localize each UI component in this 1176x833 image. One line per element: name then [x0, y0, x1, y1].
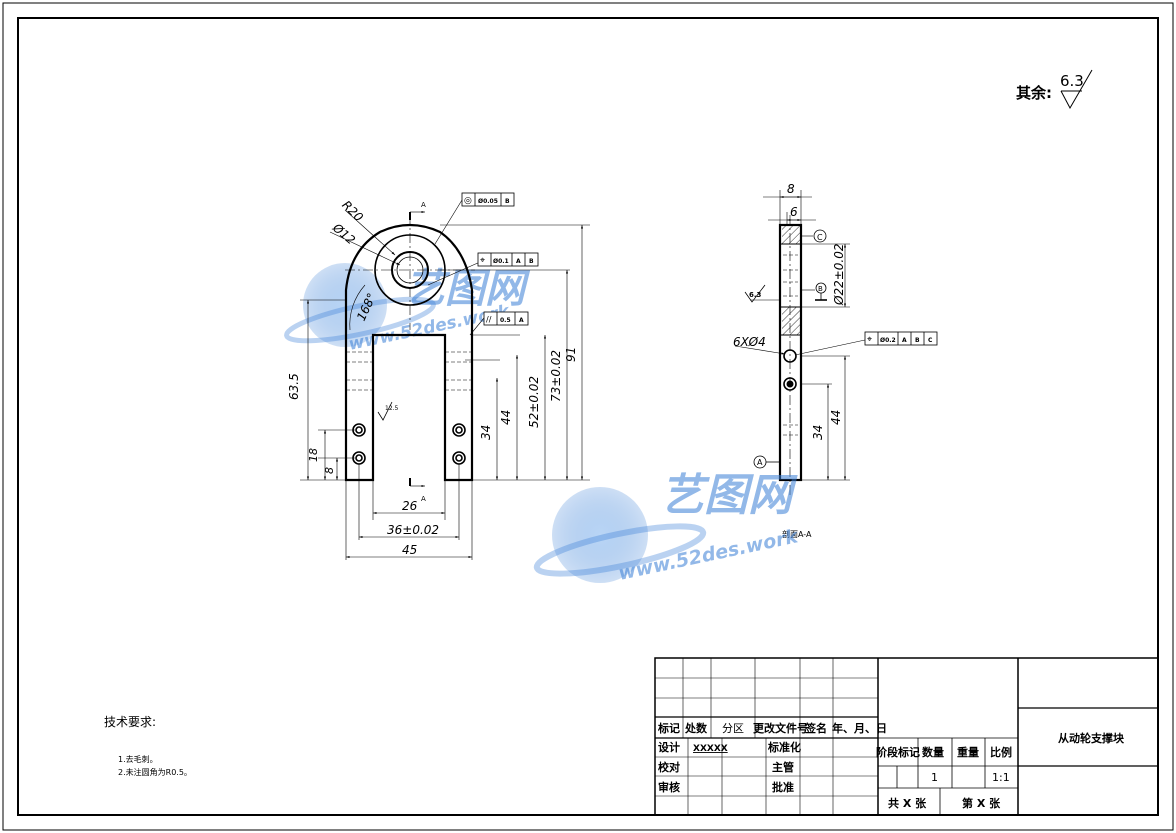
- svg-text:处数: 处数: [684, 721, 708, 735]
- svg-text:B: B: [505, 198, 510, 205]
- dim-45: 45: [402, 543, 417, 557]
- side-hole-filled: [783, 377, 797, 391]
- svg-text:更改文件号: 更改文件号: [753, 721, 808, 735]
- label-check: 校对: [658, 760, 680, 774]
- hole: [452, 423, 466, 437]
- dim-8: 8: [323, 467, 336, 474]
- bore: [391, 251, 429, 289]
- hatch-bottom: [782, 307, 801, 335]
- roughness-value: 6.3: [1060, 72, 1084, 90]
- tolerance-frame-position: ⌖ Ø0.1 A B: [477, 252, 539, 267]
- tech-item-1: 1.去毛刺。: [118, 754, 158, 764]
- dim-34: 34: [479, 425, 493, 440]
- inner-border: [17, 17, 1159, 816]
- dim-36: 36±0.02: [387, 523, 439, 537]
- roughness-label: 其余:: [1016, 84, 1052, 102]
- label-standardize: 标准化: [767, 740, 801, 754]
- svg-text:A: A: [516, 258, 521, 265]
- label-review: 审核: [658, 780, 680, 794]
- datum-b: B: [818, 285, 823, 293]
- total-sheets: 共 X 张: [888, 796, 927, 810]
- section-mark-bottom: A: [421, 495, 426, 503]
- title-block: [654, 657, 1159, 816]
- concentricity-icon: ◎: [464, 196, 472, 206]
- dim-44-side: 44: [829, 410, 843, 425]
- side-roughness: 6.3: [749, 291, 762, 299]
- dim-d22: Ø22±0.02: [832, 244, 846, 307]
- dim-34-side: 34: [811, 425, 825, 440]
- dim-91: 91: [564, 347, 578, 362]
- section-caption: 剖面A-A: [782, 529, 812, 539]
- tech-requirements: 技术要求: 1.去毛刺。 2.未注圆角为R0.5。: [104, 715, 192, 777]
- label-weight: 重量: [957, 745, 979, 759]
- label-supervisor: 主管: [772, 760, 794, 774]
- position-icon: ⌖: [480, 256, 485, 266]
- side-view: [734, 190, 866, 495]
- datum-a: A: [757, 458, 763, 467]
- side-hole: [783, 349, 797, 363]
- roughness-note: 其余: 6.3: [1016, 69, 1093, 110]
- side-outline: [778, 223, 803, 482]
- dim-26: 26: [402, 499, 418, 513]
- watermark-brand: 艺图网: [660, 470, 798, 521]
- svg-text:年、月、日: 年、月、日: [832, 721, 887, 735]
- position-icon: ⌖: [867, 335, 872, 345]
- part-outline: [344, 223, 474, 482]
- tolerance-frame-parallelism: // 0.5 A: [483, 311, 529, 326]
- sheet-number: 第 X 张: [962, 796, 1001, 810]
- part-name: 从动轮支撑块: [1058, 731, 1125, 745]
- svg-text:Ø0.2: Ø0.2: [880, 337, 896, 344]
- svg-text:B: B: [915, 337, 920, 344]
- watermark-center: 艺图网 www.52des.work: [533, 470, 801, 585]
- front-view: [300, 199, 590, 560]
- watermark-top: 艺图网 www.52des.work: [284, 263, 531, 355]
- scale-value: 1:1: [992, 771, 1010, 784]
- section-mark-top: A: [421, 201, 426, 209]
- tech-title: 技术要求:: [104, 715, 156, 729]
- dim-52: 52±0.02: [527, 376, 541, 428]
- svg-text:B: B: [529, 258, 534, 265]
- dim-73: 73±0.02: [549, 350, 563, 402]
- svg-text:Ø0.1: Ø0.1: [493, 258, 509, 265]
- designer-name: XXXXX: [693, 744, 728, 754]
- hatch-top: [782, 226, 801, 244]
- dim-8-side: 8: [787, 182, 795, 196]
- title-block-text: 标记 处数 分区 更改文件号 签名 年、月、日 设计 XXXXX 标准化 校对 …: [657, 721, 1125, 810]
- dim-r20: R20: [339, 198, 366, 225]
- label-design: 设计: [658, 740, 680, 754]
- side-view-text: 8 6 Ø22±0.02 34 44 6XØ4 6.3 C B A 剖面A-A: [733, 182, 846, 539]
- inner-roughness: 12.5: [385, 405, 399, 412]
- svg-text:Ø0.05: Ø0.05: [478, 198, 498, 205]
- dim-63-5: 63.5: [287, 373, 301, 400]
- tolerance-frame-concentricity: ◎ Ø0.05 B: [461, 192, 515, 207]
- dim-holes: 6XØ4: [733, 335, 766, 349]
- label-stage: 阶段标记: [876, 745, 920, 759]
- svg-text:签名: 签名: [804, 721, 827, 735]
- svg-text:0.5: 0.5: [500, 317, 511, 324]
- hole: [452, 451, 466, 465]
- quantity-value: 1: [931, 771, 938, 784]
- dim-6-side: 6: [790, 205, 798, 219]
- dim-18: 18: [307, 448, 320, 462]
- label-quantity: 数量: [922, 745, 944, 759]
- label-scale: 比例: [990, 745, 1012, 759]
- tolerance-frame-side: ⌖ Ø0.2 A B C: [864, 331, 938, 346]
- svg-text:A: A: [519, 317, 524, 324]
- svg-text:A: A: [902, 337, 907, 344]
- front-view-text: R20 Ø12 168° 63.5 18 8 34 44 52±0.02 73±…: [287, 198, 578, 557]
- svg-text:标记: 标记: [657, 721, 680, 735]
- dim-44: 44: [499, 410, 513, 425]
- parallelism-icon: //: [486, 315, 492, 324]
- svg-text:分区: 分区: [722, 722, 744, 735]
- datum-c: C: [817, 233, 823, 242]
- tech-item-2: 2.未注圆角为R0.5。: [118, 767, 192, 777]
- label-approve: 批准: [772, 780, 794, 794]
- svg-text:C: C: [928, 337, 933, 344]
